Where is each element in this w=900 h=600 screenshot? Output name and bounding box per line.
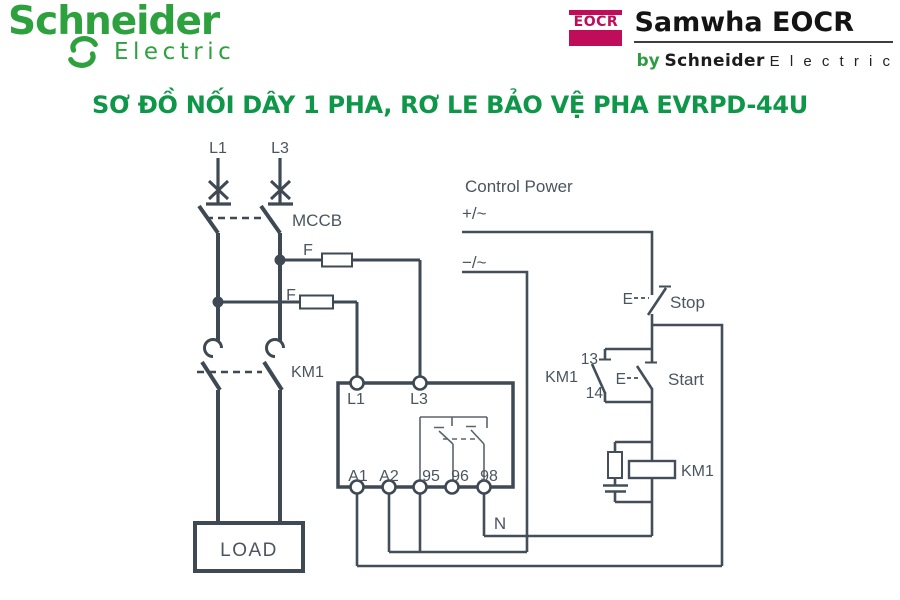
fuse-top: [321, 252, 353, 268]
label-l1: L1: [209, 140, 227, 157]
km1-main-blade-l3: [262, 360, 284, 392]
load-box: [193, 521, 305, 573]
eocr-badge-text: EOCR: [573, 14, 619, 30]
terminal-l1: [349, 375, 365, 391]
control-circuit: [355, 230, 724, 568]
relay-contact-98-blade: [466, 425, 485, 481]
stop-contact-blade: [646, 287, 668, 316]
a1-feedback-wire: [652, 323, 724, 566]
km1-coil: [627, 459, 677, 480]
label-relay-98: 98: [480, 468, 498, 485]
label-fuse-top: F: [303, 242, 313, 259]
snubber-resistor: [607, 451, 623, 479]
byline-brand: Schneider: [664, 51, 765, 72]
label-aux-14: 14: [586, 385, 604, 402]
label-cp-plus: +/~: [462, 204, 487, 223]
terminal-95: [412, 479, 428, 495]
schneider-logo: Schneider Electric: [8, 0, 235, 69]
mccb-blade-l3: [259, 204, 282, 235]
relay-contact-96-blade: [434, 426, 454, 481]
cp-minus-wire: [389, 270, 529, 554]
byline-sub: E l e c t r i c: [769, 53, 893, 71]
label-mccb: MCCB: [292, 211, 342, 230]
eocr-badge-top-bar: [569, 10, 623, 15]
snubber-wire: [613, 440, 652, 504]
label-stop: Stop: [670, 293, 705, 312]
l3-source-x-icon: [269, 179, 292, 201]
relay-unit: [336, 375, 515, 495]
l1-source-x-icon: [207, 179, 230, 201]
a1-wire: [355, 494, 722, 568]
label-e-start: E: [616, 371, 626, 388]
label-relay-96: 96: [451, 468, 469, 485]
schneider-se-icon: [68, 36, 98, 68]
relay-contact-frame: [419, 416, 488, 481]
label-relay-l1: L1: [347, 391, 365, 408]
terminal-96: [444, 479, 460, 495]
label-fuse-bottom: F: [286, 287, 296, 304]
fuse-bottom: [299, 294, 334, 310]
neutral-wire: [482, 494, 652, 538]
label-km1-aux: KM1: [545, 369, 578, 386]
terminal-98: [476, 479, 492, 495]
km1-main-arc-l1: [203, 338, 223, 358]
fuse-top-wire: [280, 258, 422, 377]
fuse-bottom-wire: [218, 300, 359, 377]
label-aux-13: 13: [581, 351, 598, 368]
label-control-power: Control Power: [465, 177, 573, 196]
samwha-logo-right: Samwha EOCR by Schneider E l e c t r i c: [634, 8, 893, 71]
eocr-badge: EOCR: [569, 10, 623, 46]
eocr-badge-block: [569, 30, 623, 46]
diagram-labels: L1 L3 MCCB F F KM1 Control Power +/~ −/~…: [209, 140, 714, 561]
km1-aux-blade: [590, 363, 607, 394]
samwha-byline: by Schneider E l e c t r i c: [634, 51, 893, 71]
page-title: SƠ ĐỒ NỐI DÂY 1 PHA, RƠ LE BẢO VỆ PHA EV…: [92, 91, 808, 119]
label-relay-95: 95: [422, 468, 440, 485]
samwha-wordmark: Samwha EOCR: [634, 7, 855, 38]
relay-internal-contact: [419, 416, 488, 481]
schneider-logo-wordmark: Schneider: [8, 0, 220, 44]
schneider-logo-row2: Electric: [62, 35, 235, 69]
power-circuit: [193, 158, 422, 573]
samwha-logo: EOCR Samwha EOCR by Schneider E l e c t …: [569, 8, 893, 71]
schneider-logo-sub: Electric: [114, 38, 236, 65]
label-relay-l3: L3: [410, 391, 428, 408]
km1-main-arc-l3: [265, 338, 285, 358]
start-contact-blade: [635, 365, 654, 390]
samwha-rule: [634, 40, 893, 44]
relay-terminals: [349, 375, 492, 495]
cp-plus-wire: [462, 230, 654, 295]
label-km1-coil: KM1: [681, 463, 714, 480]
label-relay-a2: A2: [379, 468, 399, 485]
mccb-blade-l1: [197, 204, 220, 235]
km1-main-blade-l1: [200, 360, 222, 392]
label-relay-a1: A1: [348, 468, 368, 485]
terminal-l3: [412, 375, 428, 391]
label-km1-main: KM1: [291, 364, 324, 381]
label-start: Start: [668, 370, 704, 389]
label-load: LOAD: [220, 540, 278, 561]
label-neutral: N: [494, 514, 506, 533]
km1-aux-branch-wire: [603, 347, 652, 404]
byline-by: by: [636, 51, 660, 72]
label-l3: L3: [271, 140, 289, 157]
terminal-a1: [349, 479, 365, 495]
label-e-stop: E: [623, 291, 633, 308]
label-cp-minus: −/~: [462, 253, 487, 272]
terminal-a2: [381, 479, 397, 495]
